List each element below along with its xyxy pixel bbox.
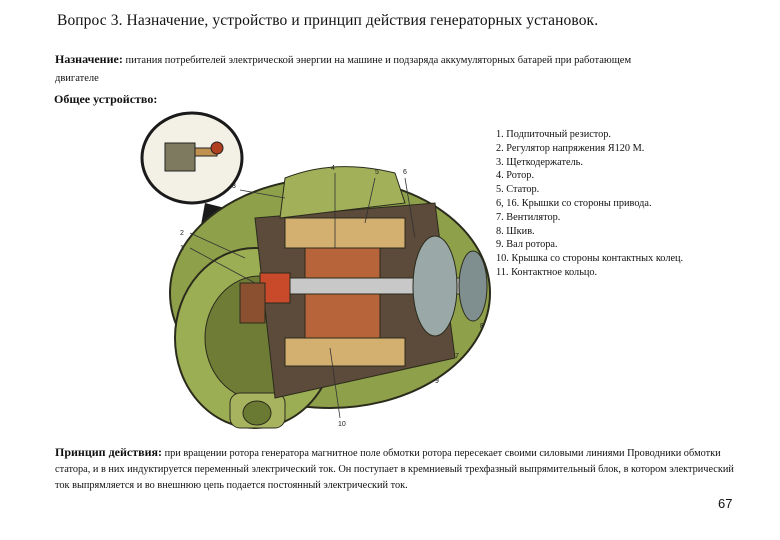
bracket-hole <box>242 400 272 426</box>
legend-item: 1. Подпиточный резистор. <box>496 129 612 140</box>
principle-paragraph: Принцип действия: при вращении ротора ге… <box>55 444 745 494</box>
pulley <box>458 250 488 322</box>
callout-6: 6 <box>403 169 407 176</box>
principle-text: при вращении ротора генератора магнитное… <box>55 448 734 491</box>
inset-screw <box>210 141 224 155</box>
legend-item: 3. Щеткодержатель. <box>496 156 583 168</box>
brush-holder <box>239 282 266 324</box>
callout-9: 9 <box>435 378 439 385</box>
legend-item: 9. Вал ротора. <box>496 239 558 251</box>
principle-label: Принцип действия: <box>55 445 162 459</box>
callout-10: 10 <box>338 421 346 428</box>
callout-numbers: 1 2 3 4 5 6 7 8 9 10 <box>180 165 484 428</box>
legend-item: 8. Шкив. <box>496 225 535 237</box>
generator-cutaway-illustration: 1 2 3 4 5 6 7 8 9 10 <box>140 111 491 429</box>
slide-title: Вопрос 3. Назначение, устройство и принц… <box>57 12 599 29</box>
legend-item: 4. Ротор. <box>496 170 535 182</box>
legend-item: 5. Статор. <box>496 184 540 196</box>
legend-item: 10. Крышка со стороны контактных колец. <box>496 253 684 265</box>
callout-3: 3 <box>232 183 236 190</box>
purpose-paragraph: Назначение: питания потребителей электри… <box>55 50 645 88</box>
purpose-text: питания потребителей электрической энерг… <box>55 55 632 84</box>
leader-lines <box>189 173 416 419</box>
callout-5: 5 <box>375 169 379 176</box>
legend-item: 7. Вентилятор. <box>496 211 561 223</box>
callout-1: 1 <box>180 245 184 252</box>
general-structure-heading: Общее устройство: <box>54 92 158 106</box>
callout-7: 7 <box>455 353 459 360</box>
fan <box>412 235 458 337</box>
stator-bottom <box>284 337 406 367</box>
callout-8: 8 <box>480 323 484 330</box>
cooling-fins <box>279 166 406 219</box>
page-number: 67 <box>718 496 733 511</box>
legend-item: 6, 16. Крышки со стороны привода. <box>496 197 652 209</box>
legend-item: 11. Контактное кольцо. <box>496 266 598 278</box>
inset-regulator-body <box>164 142 196 172</box>
callout-2: 2 <box>180 230 184 237</box>
callout-4: 4 <box>331 165 335 172</box>
legend-item: 2. Регулятор напряжения Я120 М. <box>496 142 645 154</box>
component-legend: 1. Подпиточный резистор. 2. Регулятор на… <box>496 128 683 280</box>
stator-top <box>284 217 406 249</box>
purpose-label: Назначение: <box>55 52 123 66</box>
